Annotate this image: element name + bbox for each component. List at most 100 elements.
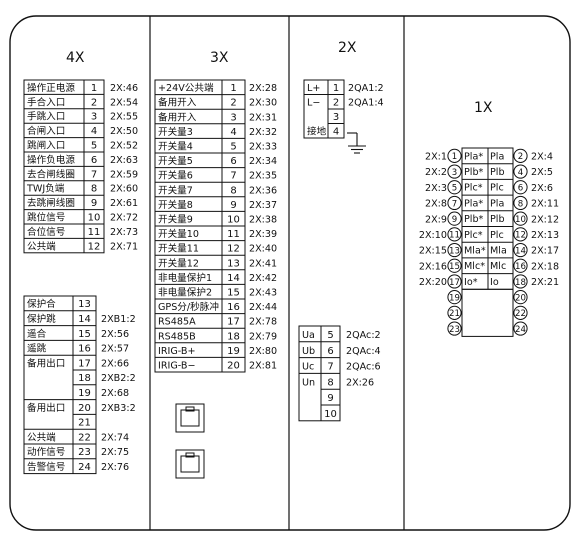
terminal-circle — [513, 274, 528, 289]
terminal-number: 6 — [327, 346, 333, 357]
terminal-number: 14 — [227, 273, 240, 284]
terminal-number: 15 — [227, 287, 240, 298]
terminal-label: 合闸入口 — [27, 125, 65, 137]
terminal-circle — [447, 195, 462, 211]
terminal-reference: 2X:33 — [249, 141, 277, 152]
terminal-number: 5 — [91, 141, 97, 152]
input-label: Mla — [490, 245, 507, 256]
terminal-circle — [513, 180, 528, 195]
terminal-label: 去合闸线圈 — [27, 168, 75, 180]
terminal-number: 2 — [230, 98, 236, 109]
terminal-label: 公共端 — [27, 240, 56, 252]
terminal-circle — [513, 321, 528, 336]
terminal-label: 开关量5 — [158, 155, 193, 167]
left-terminal-number: 23 — [449, 325, 460, 335]
right-terminal-number: 12 — [515, 231, 526, 241]
terminal-label: 保护跳 — [27, 313, 56, 325]
terminal-label: 开关量3 — [158, 126, 193, 138]
terminal-circle — [513, 227, 528, 242]
terminal-circle — [447, 211, 462, 226]
terminal-number: 7 — [327, 362, 333, 373]
terminal-label: 手合入口 — [27, 96, 65, 108]
right-terminal-number: 6 — [518, 184, 523, 194]
terminal-reference: 2X:54 — [110, 97, 138, 108]
terminal-number: 11 — [227, 229, 240, 240]
terminal-circle — [513, 242, 528, 258]
terminal-reference: 2X:32 — [249, 127, 277, 138]
terminal-reference: 2X:73 — [110, 227, 138, 238]
polarity-input-label: Mla* — [464, 245, 486, 256]
terminal-reference: 2X:26 — [346, 377, 374, 388]
terminal-number: 4 — [91, 126, 97, 137]
table-row: 21 — [78, 418, 91, 429]
ethernet-port-icon — [175, 449, 205, 479]
spare-terminal-box — [461, 288, 514, 337]
right-terminal-number: 18 — [515, 278, 526, 288]
terminal-reference: 2XB2:2 — [101, 373, 136, 384]
terminal-label: Un — [302, 377, 315, 388]
terminal-number: 9 — [327, 393, 333, 404]
terminal-number: 5 — [327, 330, 333, 341]
terminal-label: 非电量保护2 — [158, 286, 212, 298]
terminal-reference: 2X:28 — [249, 83, 277, 94]
right-terminal-number: 4 — [518, 168, 523, 178]
terminal-reference: 2X:39 — [249, 229, 277, 240]
terminal-number: 9 — [91, 198, 97, 209]
terminal-label: 公共端 — [27, 431, 56, 443]
terminal-reference: 2X:43 — [249, 287, 277, 298]
terminal-label: 非电量保护1 — [158, 272, 212, 284]
left-terminal-number: 19 — [449, 293, 460, 303]
terminal-label: 跳位信号 — [27, 212, 65, 224]
terminal-label: Ua — [302, 330, 315, 341]
terminal-reference: 2X:72 — [110, 213, 138, 224]
left-reference: 2X:2 — [425, 167, 447, 178]
terminal-reference: 2QA1:4 — [348, 98, 384, 109]
terminal-circle — [513, 211, 528, 226]
terminal-number: 24 — [78, 462, 91, 473]
terminal-label: 开关量6 — [158, 170, 193, 182]
terminal-reference: 2QAc:6 — [346, 362, 381, 373]
terminal-label: 遥跳 — [27, 343, 47, 355]
terminal-label: 开关量11 — [158, 243, 199, 255]
terminal-label: 开关量10 — [158, 228, 199, 240]
terminal-number: 4 — [230, 127, 236, 138]
terminal-number: 4 — [333, 127, 339, 138]
outer-frame — [9, 15, 571, 531]
input-label: Pla — [490, 198, 504, 209]
left-terminal-number: 17 — [449, 278, 460, 288]
terminal-number: 7 — [91, 169, 97, 180]
terminal-number: 6 — [230, 156, 236, 167]
right-reference: 2X:18 — [531, 261, 559, 272]
left-terminal-number: 3 — [452, 168, 457, 178]
terminal-number: 14 — [78, 314, 91, 325]
terminal-reference: 2X:44 — [249, 302, 277, 313]
terminal-label: 去跳闸线圈 — [27, 197, 75, 209]
terminal-label: 开关量8 — [158, 199, 193, 211]
